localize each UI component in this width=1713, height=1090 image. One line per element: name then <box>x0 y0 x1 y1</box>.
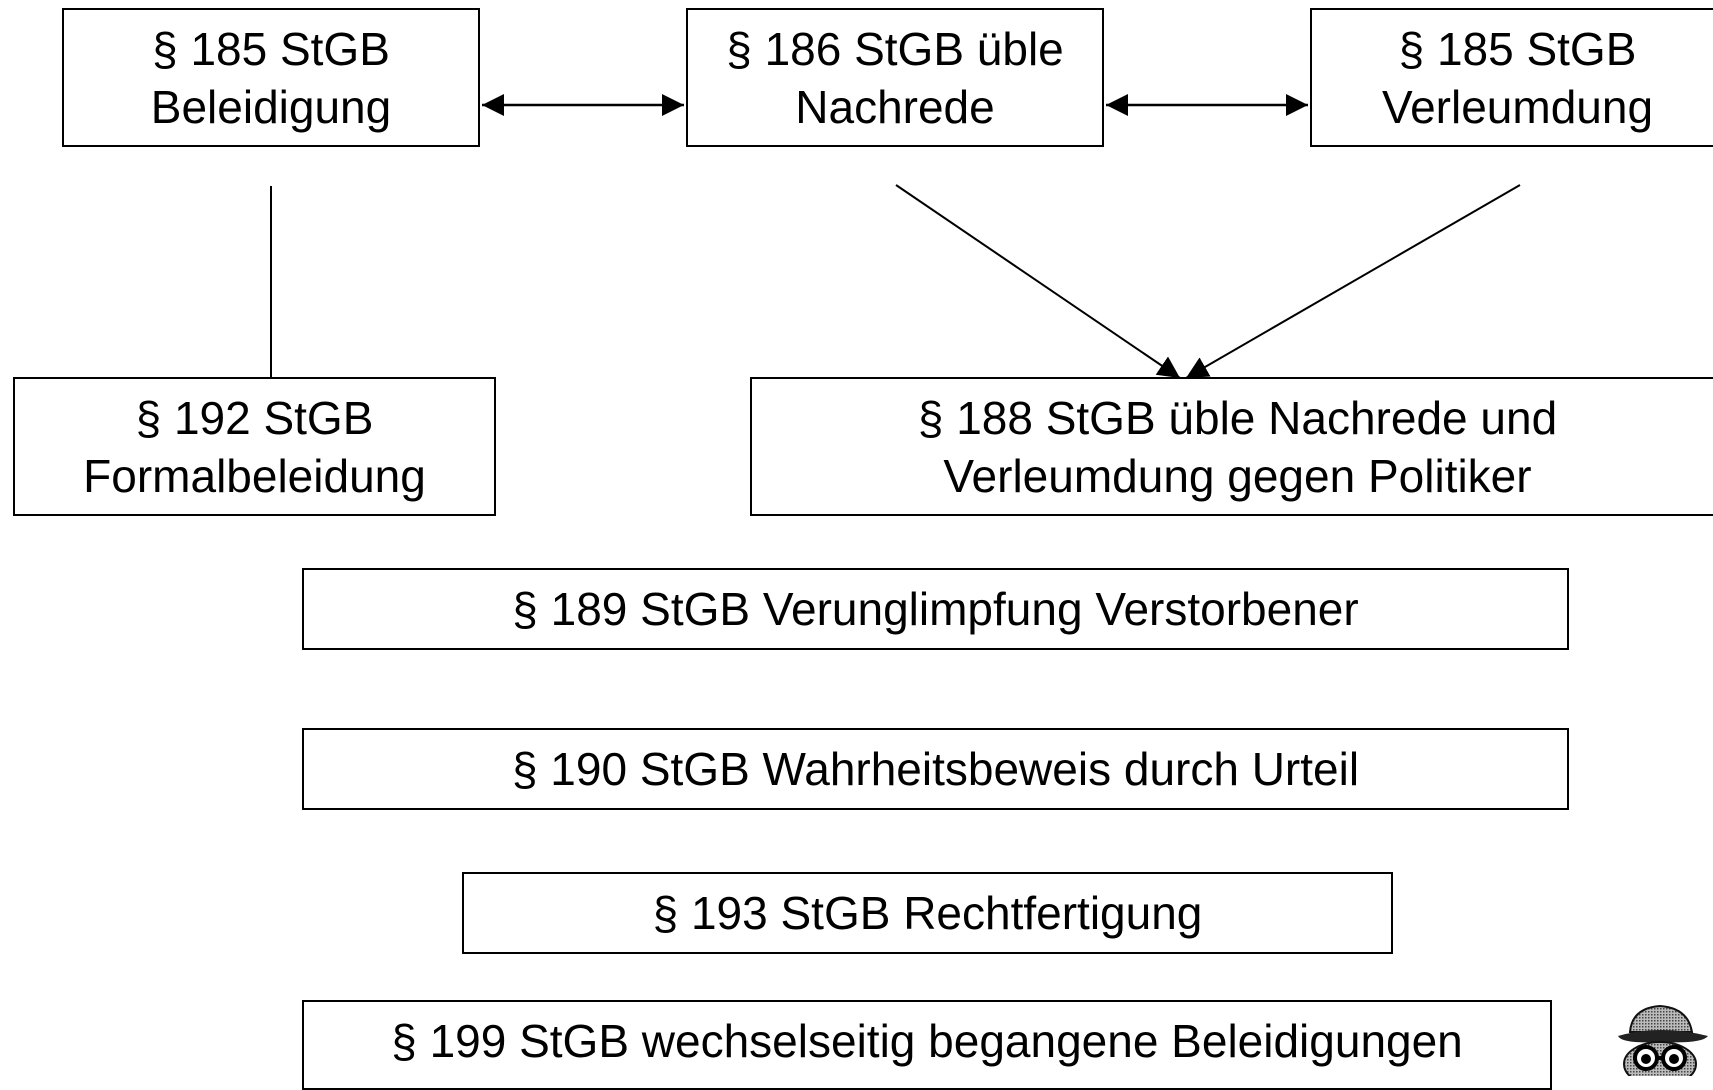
node-beleidigung: § 185 StGB Beleidigung <box>62 8 480 147</box>
node-beleidigung-line1: § 185 StGB <box>152 22 390 75</box>
node-verleumdung-line2: Verleumdung <box>1381 80 1654 133</box>
node-verleumdung-line1: § 185 StGB <box>1398 22 1637 75</box>
node-ueble-nachrede: § 186 StGB üble Nachrede <box>686 8 1104 147</box>
node-wahrheitsbeweis-label: § 190 StGB Wahrheitsbeweis durch Urteil <box>511 743 1360 795</box>
node-politiker: § 188 StGB üble Nachrede und Verleumdung… <box>750 377 1713 516</box>
node-ueble-nachrede-line1: § 186 StGB üble <box>726 22 1064 75</box>
detective-mascot-icon <box>1618 1004 1708 1076</box>
node-verstorbene-label: § 189 StGB Verunglimpfung Verstorbener <box>512 583 1359 635</box>
node-wahrheitsbeweis: § 190 StGB Wahrheitsbeweis durch Urteil <box>302 728 1569 810</box>
node-ueble-nachrede-line2: Nachrede <box>795 80 995 133</box>
edge-nachrede-politiker <box>895 184 1181 379</box>
node-rechtfertigung-label: § 193 StGB Rechtfertigung <box>652 887 1203 939</box>
node-verstorbene: § 189 StGB Verunglimpfung Verstorbener <box>302 568 1569 650</box>
node-formalbeleidigung: § 192 StGB Formalbeleidung <box>13 377 496 516</box>
node-formalbeleidigung-line1: § 192 StGB <box>135 391 374 444</box>
node-verleumdung: § 185 StGB Verleumdung <box>1310 8 1713 147</box>
node-rechtfertigung: § 193 StGB Rechtfertigung <box>462 872 1393 954</box>
node-beleidigung-line2: Beleidigung <box>150 80 392 133</box>
edge-verleumdung-politiker <box>1185 184 1521 379</box>
node-wechselseitig: § 199 StGB wechselseitig begangene Belei… <box>302 1000 1552 1090</box>
node-formalbeleidigung-line2: Formalbeleidung <box>83 449 426 502</box>
node-politiker-line2: Verleumdung gegen Politiker <box>943 449 1532 502</box>
node-politiker-line1: § 188 StGB üble Nachrede und <box>917 391 1558 444</box>
node-wechselseitig-label: § 199 StGB wechselseitig begangene Belei… <box>391 1015 1463 1067</box>
